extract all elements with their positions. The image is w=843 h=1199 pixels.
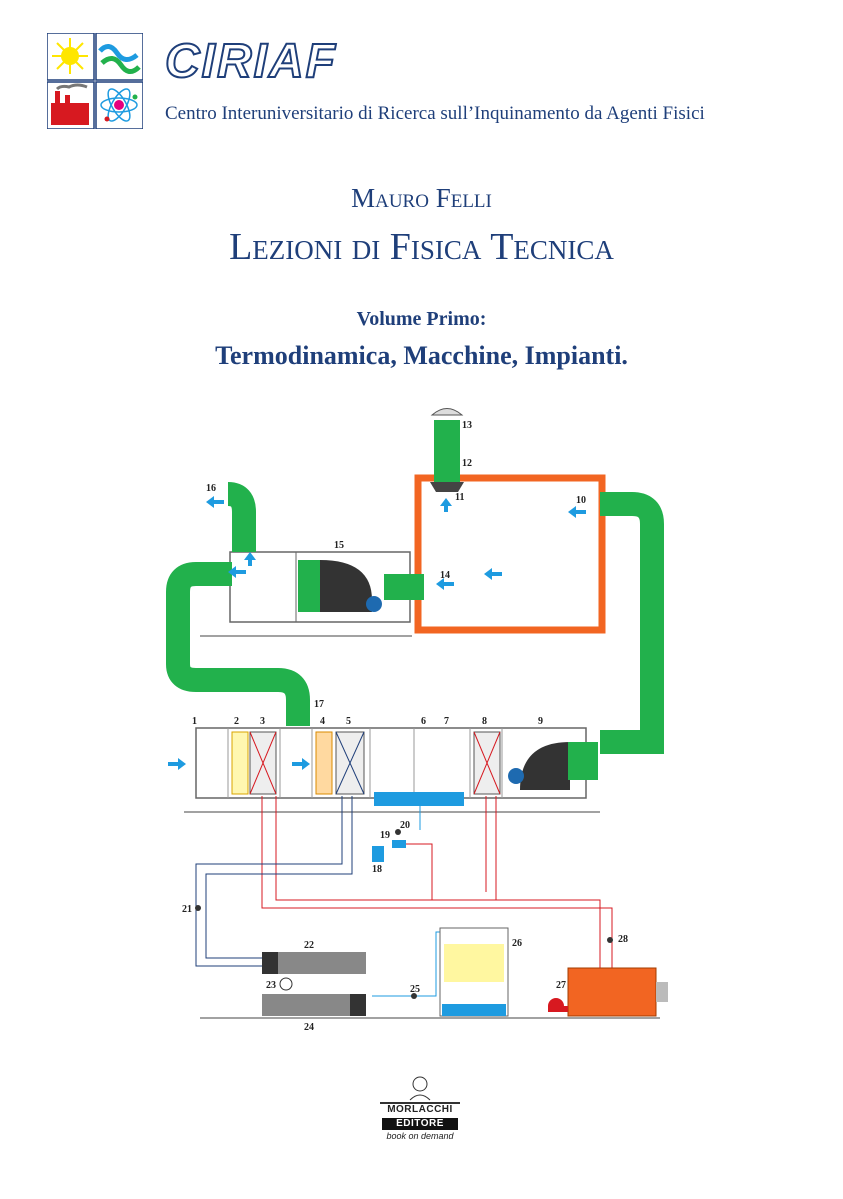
svg-text:6: 6 (421, 716, 426, 727)
evaporator-24 (262, 994, 366, 1016)
svg-text:14: 14 (440, 570, 450, 581)
svg-text:19: 19 (380, 830, 390, 841)
room-frame (414, 474, 606, 634)
svg-text:25: 25 (410, 984, 420, 995)
sun-icon (52, 38, 88, 74)
svg-text:11: 11 (455, 492, 464, 503)
svg-text:27: 27 (556, 980, 566, 991)
svg-text:8: 8 (482, 716, 487, 727)
diagram-labels: 13 12 11 10 16 15 14 17 1 2 3 4 5 6 7 8 … (182, 420, 628, 1033)
ciriaf-logo-grid (47, 33, 143, 129)
svg-text:18: 18 (372, 864, 382, 875)
svg-text:12: 12 (462, 458, 472, 469)
publisher-tagline: book on demand (386, 1131, 454, 1141)
svg-text:1: 1 (192, 716, 197, 727)
svg-text:22: 22 (304, 940, 314, 951)
svg-text:7: 7 (444, 716, 449, 727)
water-tray (374, 792, 464, 806)
svg-text:16: 16 (206, 483, 216, 494)
book-subtitle: Termodinamica, Macchine, Impianti. (215, 341, 628, 370)
wave-icon (98, 44, 141, 74)
svg-text:3: 3 (260, 716, 265, 727)
boiler (567, 967, 657, 1017)
exhaust-duct (434, 420, 460, 482)
svg-text:2: 2 (234, 716, 239, 727)
svg-text:10: 10 (576, 495, 586, 506)
factory-icon (51, 83, 89, 125)
center-name: Centro Interuniversitario di Ricerca sul… (165, 103, 705, 124)
svg-text:24: 24 (304, 1022, 314, 1033)
book-title: Lezioni di Fisica Tecnica (229, 226, 614, 268)
svg-text:20: 20 (400, 820, 410, 831)
svg-text:15: 15 (334, 540, 344, 551)
svg-text:17: 17 (314, 699, 324, 710)
svg-text:13: 13 (462, 420, 472, 431)
publisher-name: MORLACCHI (387, 1104, 453, 1115)
svg-text:5: 5 (346, 716, 351, 727)
author-name: Mauro Felli (351, 183, 492, 213)
svg-text:28: 28 (618, 934, 628, 945)
publisher-sub: EDITORE (396, 1118, 444, 1129)
condenser-22 (262, 952, 366, 974)
svg-text:4: 4 (320, 716, 325, 727)
atom-icon (100, 88, 138, 122)
svg-text:21: 21 (182, 904, 192, 915)
svg-text:26: 26 (512, 938, 522, 949)
ciriaf-wordmark: CIRIAF (164, 34, 337, 89)
hvac-system-diagram: 13 12 11 10 16 15 14 17 1 2 3 4 5 6 7 8 … (166, 408, 668, 1033)
svg-text:23: 23 (266, 980, 276, 991)
svg-text:9: 9 (538, 716, 543, 727)
volume-label: Volume Primo: (356, 308, 487, 330)
publisher-logo (380, 1076, 460, 1130)
